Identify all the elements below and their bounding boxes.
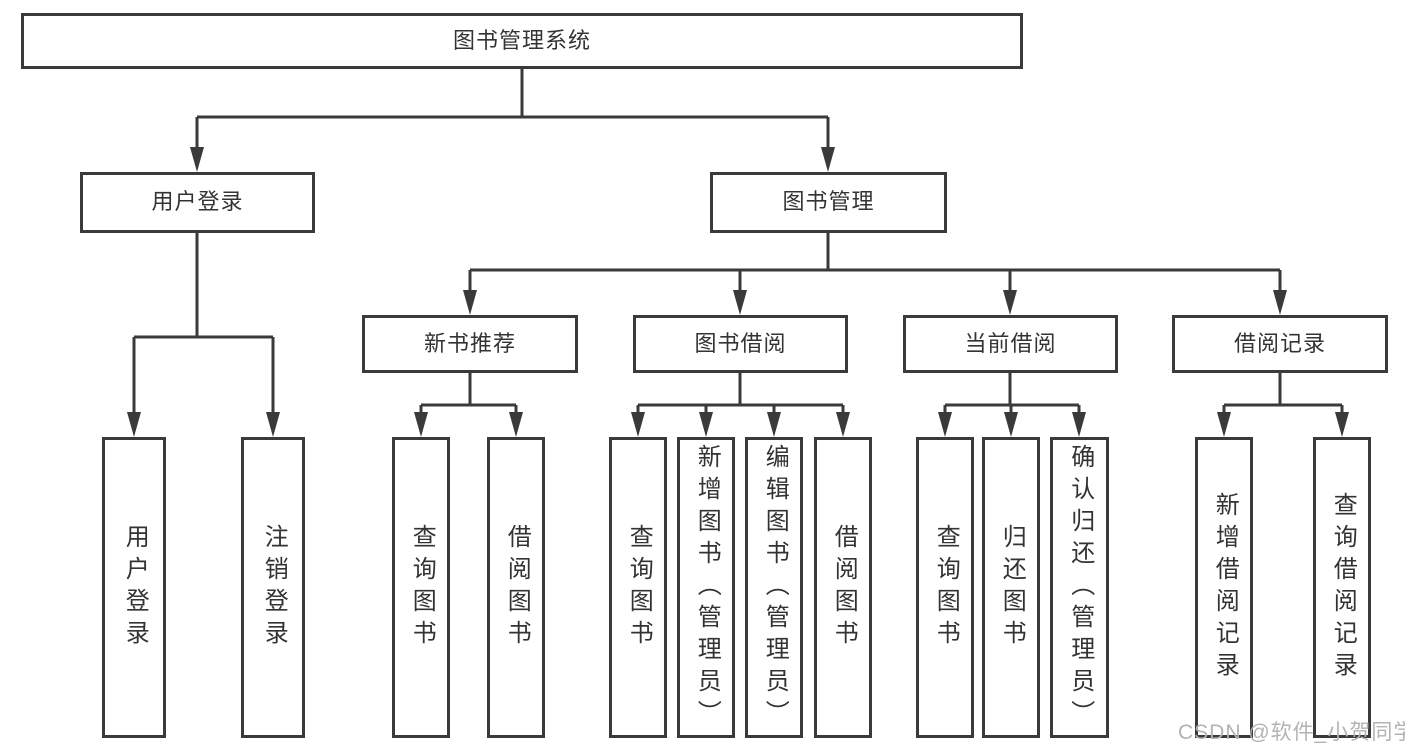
- leaf-logout: 注销登录: [241, 437, 305, 738]
- node-book-borrowing: 图书借阅: [633, 315, 848, 373]
- node-root: 图书管理系统: [21, 13, 1023, 69]
- leaf-current-query-books: 查询图书: [916, 437, 974, 738]
- leaf-borrowing-add-books-admin: 新增图书（管理员）: [677, 437, 735, 738]
- leaf-user-login: 用户登录: [102, 437, 166, 738]
- leaf-borrowing-query-books: 查询图书: [609, 437, 667, 738]
- node-borrowing-records: 借阅记录: [1172, 315, 1388, 373]
- node-new-book-recommend: 新书推荐: [362, 315, 578, 373]
- leaf-current-return-books: 归还图书: [982, 437, 1040, 738]
- leaf-borrowing-borrow-books: 借阅图书: [814, 437, 872, 738]
- leaf-newbook-query-books: 查询图书: [392, 437, 450, 738]
- connector-lines: [132, 69, 1344, 417]
- arrowheads: [127, 147, 1349, 437]
- node-book-management: 图书管理: [710, 172, 947, 233]
- csdn-watermark: CSDN @软件_小贺同学: [1178, 721, 1405, 744]
- leaf-records-add-record: 新增借阅记录: [1195, 437, 1253, 738]
- leaf-newbook-borrow-books: 借阅图书: [487, 437, 545, 738]
- leaf-records-query-record: 查询借阅记录: [1313, 437, 1371, 738]
- leaf-current-confirm-return-admin: 确认归还（管理员）: [1050, 437, 1109, 738]
- node-current-borrowing: 当前借阅: [903, 315, 1118, 373]
- leaf-borrowing-edit-books-admin: 编辑图书（管理员）: [745, 437, 803, 738]
- node-user-login: 用户登录: [80, 172, 315, 233]
